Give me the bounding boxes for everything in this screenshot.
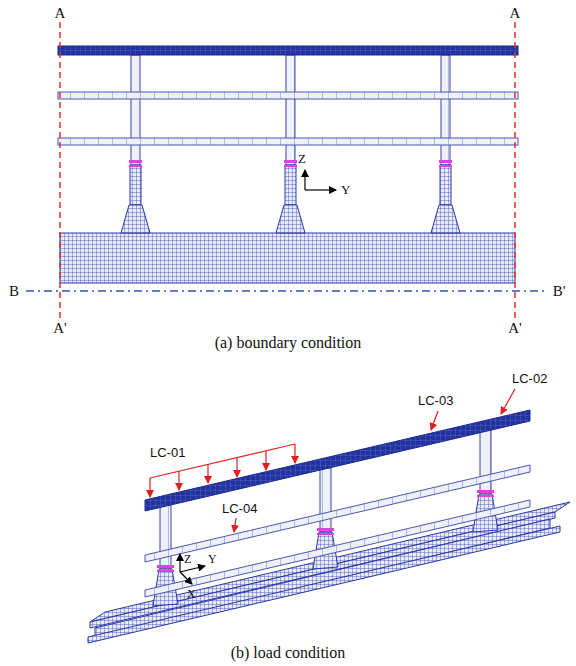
axis-label: Y [341, 183, 350, 197]
section-letter: A' [53, 320, 67, 337]
front-view [26, 22, 548, 318]
sub-caption: (b) load condition [231, 644, 346, 662]
load-case-label: LC-01 [150, 446, 185, 460]
axis-label: Y [208, 553, 217, 566]
section-letter: B [9, 283, 19, 300]
section-letter: A' [508, 320, 522, 337]
section-letter: A [55, 5, 66, 22]
section-letter: A [510, 5, 521, 22]
load-case-label: LC-04 [222, 502, 257, 516]
axis-label: X [187, 588, 196, 601]
axis-label: Z [298, 152, 306, 166]
section-letter: B' [553, 283, 566, 300]
load-case-label: LC-02 [512, 372, 547, 386]
sub-caption: (a) boundary condition [215, 334, 362, 352]
load-case-label: LC-03 [418, 394, 453, 408]
isometric-view [88, 389, 570, 643]
axis-label: Z [184, 553, 191, 566]
